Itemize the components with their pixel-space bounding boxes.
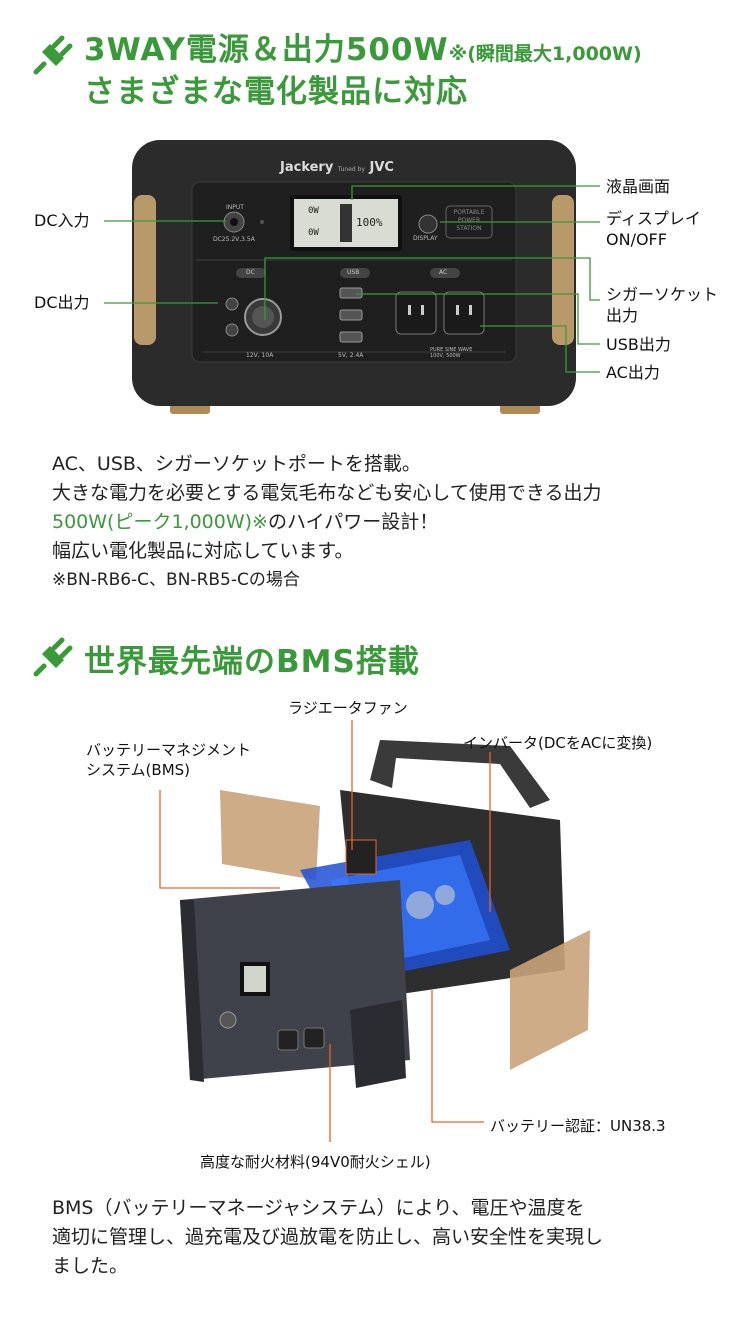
label-lcd-screen: 液晶画面	[606, 177, 671, 196]
portable-power-station-badge: PORTABLE POWER STATION	[453, 209, 485, 232]
label-display-onoff: ディスプレイ ON/OFF	[606, 209, 701, 249]
partner-logo: JVC	[369, 160, 394, 175]
label-radiator-fan: ラジエータファン	[288, 699, 408, 717]
plug-icon	[33, 35, 73, 75]
plug-icon	[33, 637, 73, 677]
section1-heading-line2: さまざまな電化製品に対応	[84, 74, 468, 110]
label-dc-input: DC入力	[34, 211, 90, 230]
footnote: ※BN-RB6-C、BN-RB5-Cの場合	[52, 570, 300, 590]
spec-ac: PURE SINE WAVE 100V, 500W	[430, 347, 473, 359]
label-ac-output: AC出力	[606, 363, 660, 382]
section1-leader-lines	[104, 185, 600, 373]
tuned-by-text: Tuned by	[337, 166, 365, 173]
input-spec: DC25.2V,3.5A	[213, 236, 255, 243]
spec-usb: 5V, 2.4A	[338, 352, 364, 359]
label-inverter: インバータ(DCをACに変換)	[463, 734, 653, 752]
lcd-out: 0W	[308, 228, 319, 238]
section2-leader-lines	[159, 720, 491, 1142]
brand-logo: Jackery	[280, 160, 334, 175]
label-dc-output: DC出力	[34, 293, 90, 312]
label-cigar-socket: シガーソケット 出力	[606, 285, 719, 325]
port-label-ac: AC	[439, 269, 448, 276]
display-label: DISPLAY	[413, 235, 438, 242]
label-fireproof-shell: 高度な耐火材料(94V0耐火シェル)	[200, 1153, 431, 1171]
spec-dc: 12V, 10A	[246, 352, 274, 359]
section2-description: BMS（バッテリーマネージャシステム）により、電圧や温度を 適切に管理し、過充電…	[52, 1197, 604, 1277]
label-bms: バッテリーマネジメント システム(BMS)	[86, 741, 252, 779]
label-usb-output: USB出力	[606, 335, 671, 354]
power-station-front-image: Jackery Tuned by JVC INPUT DC25.2V,3.5A …	[130, 140, 578, 415]
label-battery-certification: バッテリー認証：UN38.3	[490, 1117, 666, 1135]
input-label: INPUT	[226, 204, 244, 211]
port-label-dc: DC	[246, 269, 255, 276]
lcd-in: 0W	[308, 206, 319, 216]
section2-heading: 世界最先端のBMS搭載	[84, 644, 420, 680]
peak-output-highlight: 500W(ピーク1,000W)※	[52, 511, 268, 533]
section1-heading-line1: 3WAY電源＆出力500W※(瞬間最大1,000W)	[84, 32, 642, 68]
power-station-exploded-image	[170, 730, 600, 1110]
lcd-percent: 100%	[356, 216, 383, 229]
section1-description: AC、USB、シガーソケットポートを搭載。 大きな電力を必要とする電気毛布なども…	[52, 450, 732, 595]
port-label-usb: USB	[347, 269, 360, 276]
